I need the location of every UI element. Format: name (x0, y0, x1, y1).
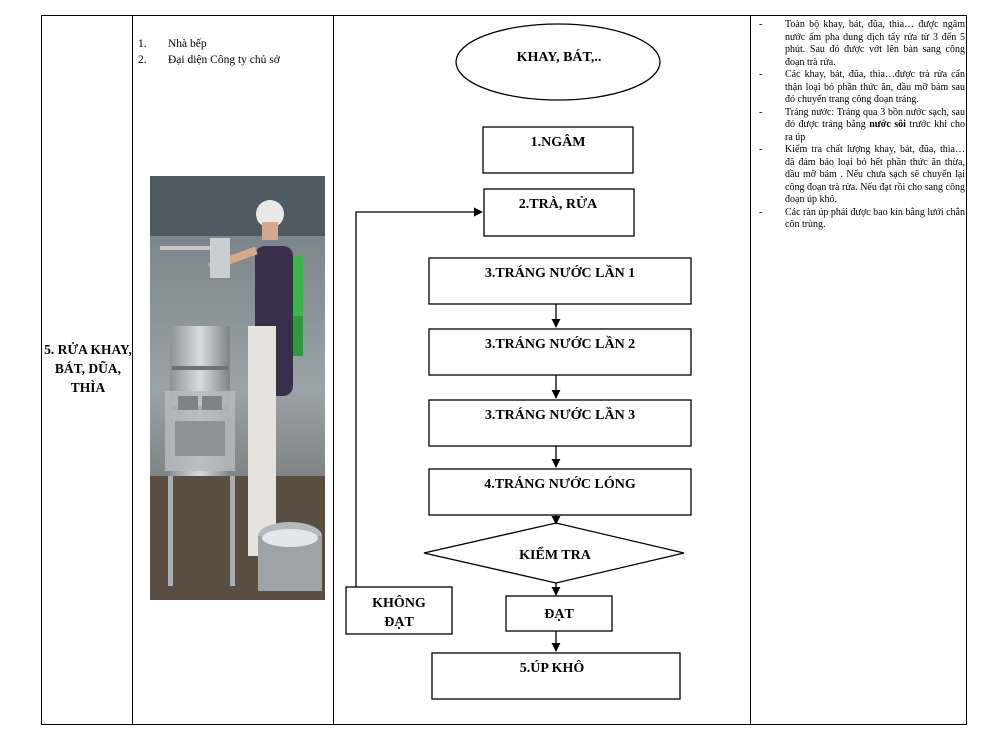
list-item: - Kiểm tra chất lượng khay, bát, đũa, th… (757, 144, 965, 207)
text-part: trước khi cho ra úp (785, 119, 965, 143)
step-box-1 (482, 126, 634, 174)
column-divider (333, 15, 334, 725)
check-diamond (423, 522, 685, 584)
return-arrow (355, 207, 483, 587)
column-divider (132, 15, 133, 725)
list-dash: - (759, 144, 763, 155)
end-label: 5.ÚP KHÔ (520, 659, 585, 676)
list-text: Các ràn úp phải được bao kín bằng lưới c… (785, 206, 965, 231)
list-item: 1. Nhà bếp (138, 36, 328, 52)
pass-label: ĐẠT (544, 607, 574, 622)
list-item: - Tráng nước: Tráng qua 3 bồn nước sạch,… (757, 107, 965, 145)
process-table (41, 15, 967, 725)
description-list: - Toàn bộ khay, bát, đũa, thìa… được ngâ… (757, 19, 965, 232)
step-label-2: 2.TRÀ, RỬA (519, 195, 598, 212)
step-box-4 (428, 328, 692, 376)
pass-box (505, 595, 613, 632)
list-text: Toàn bộ khay, bát, đũa, thìa… được ngâm … (785, 19, 965, 68)
fail-label: ĐẠT (384, 615, 414, 630)
list-text: Nhà bếp (168, 38, 207, 50)
step-label-6: 4.TRÁNG NƯỚC LÓNG (484, 475, 636, 492)
stage-label: 5. RỬA KHAY, BÁT, DŨA, THÌA (44, 342, 132, 395)
step-box-2 (483, 188, 635, 237)
list-text: Các khay, bát, đũa, thìa…được trà rửa cẩ… (785, 69, 965, 105)
list-item: - Toàn bộ khay, bát, đũa, thìa… được ngâ… (757, 19, 965, 69)
step-label-1: 1.NGÂM (531, 133, 586, 150)
fail-box (345, 586, 453, 635)
step-box-6 (428, 468, 692, 516)
responsible-list: 1. Nhà bếp 2. Đại diện Công ty chủ sở (138, 36, 328, 68)
column-divider (750, 15, 751, 725)
start-ellipse (455, 23, 661, 101)
end-box (431, 652, 681, 700)
step-box-5 (428, 399, 692, 447)
list-text: Kiểm tra chất lượng khay, bát, đũa, thìa… (785, 144, 965, 205)
bold-text: nước sôi (869, 119, 906, 130)
list-text: Đại diện Công ty chủ sở (168, 54, 280, 66)
fail-label: KHÔNG (372, 594, 426, 611)
list-item: - Các khay, bát, đũa, thìa…được trà rửa … (757, 69, 965, 107)
kitchen-washing-photo (150, 176, 325, 600)
step-label-4: 3.TRÁNG NƯỚC LẦN 2 (485, 335, 635, 352)
check-label: KIỂM TRA (519, 545, 592, 563)
list-dash: - (759, 69, 763, 80)
list-number: 2. (138, 54, 147, 66)
list-dash: - (759, 206, 763, 218)
list-item: 2. Đại diện Công ty chủ sở (138, 52, 328, 68)
step-box-3 (428, 257, 692, 305)
list-number: 1. (138, 38, 147, 50)
step-label-5: 3.TRÁNG NƯỚC LẦN 3 (485, 406, 635, 423)
list-text: Tráng nước: Tráng qua 3 bồn nước sạch, s… (785, 107, 965, 145)
text-part: Tráng nước: Tráng qua 3 bồn nước sạch, s… (785, 106, 965, 131)
list-dash: - (759, 106, 763, 118)
step-label-3: 3.TRÁNG NƯỚC LẦN 1 (485, 264, 635, 281)
start-label: KHAY, BÁT,.. (517, 48, 602, 65)
list-dash: - (759, 19, 763, 30)
list-item: - Các ràn úp phải được bao kín bằng lưới… (757, 207, 965, 232)
